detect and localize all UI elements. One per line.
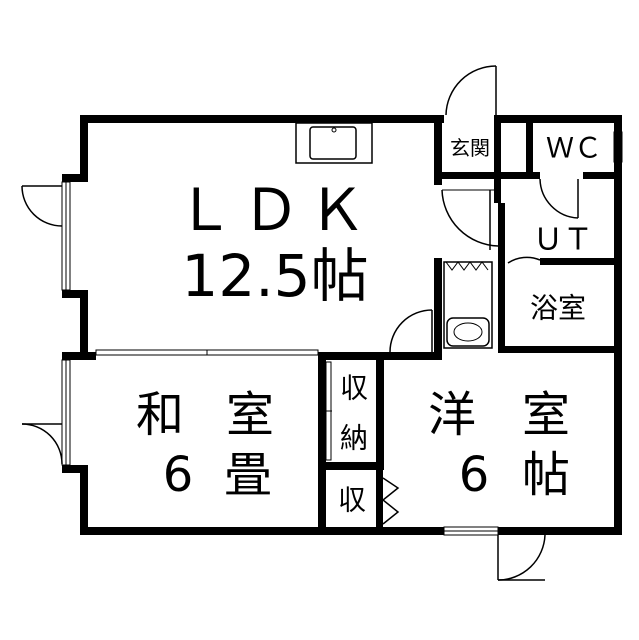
kitchen-sink [309,126,357,160]
youshitsu-size-2: 帖 [522,447,570,503]
ldk-name: ＬＤＫ [176,176,374,244]
room-labels: ＬＤＫ 12.5帖 和 室 6 畳 洋 室 6 帖 玄関 ＷＣ ＵＴ 浴室 収 … [136,132,602,517]
youshitsu-name-1: 洋 [428,387,476,443]
exterior-walls [62,115,622,535]
door-swings [21,65,546,581]
wash-basin [446,317,490,347]
washing-machine-space [443,261,493,349]
bath-label: 浴室 [530,292,586,325]
windows [61,131,623,536]
washitsu-size-2: 畳 [224,447,272,503]
washitsu-size-1: 6 [163,447,194,503]
washitsu-name-2: 室 [226,387,274,443]
wc-label: ＷＣ [546,132,602,165]
youshitsu-size-1: 6 [459,447,490,503]
closet-small-label: 収 [338,484,366,517]
genkan-label: 玄関 [450,136,490,160]
fixtures [295,122,498,349]
closet-tall-label-2: 納 [340,422,368,455]
interior-door-swings [95,178,579,525]
youshitsu-name-2: 室 [522,387,570,443]
ut-label: ＵＴ [533,223,593,258]
ldk-size: 12.5帖 [181,242,368,310]
closet-tall-label-1: 収 [340,372,368,405]
interior-walls [80,123,614,535]
kitchen-counter [295,122,373,164]
washitsu-name-1: 和 [136,387,184,443]
